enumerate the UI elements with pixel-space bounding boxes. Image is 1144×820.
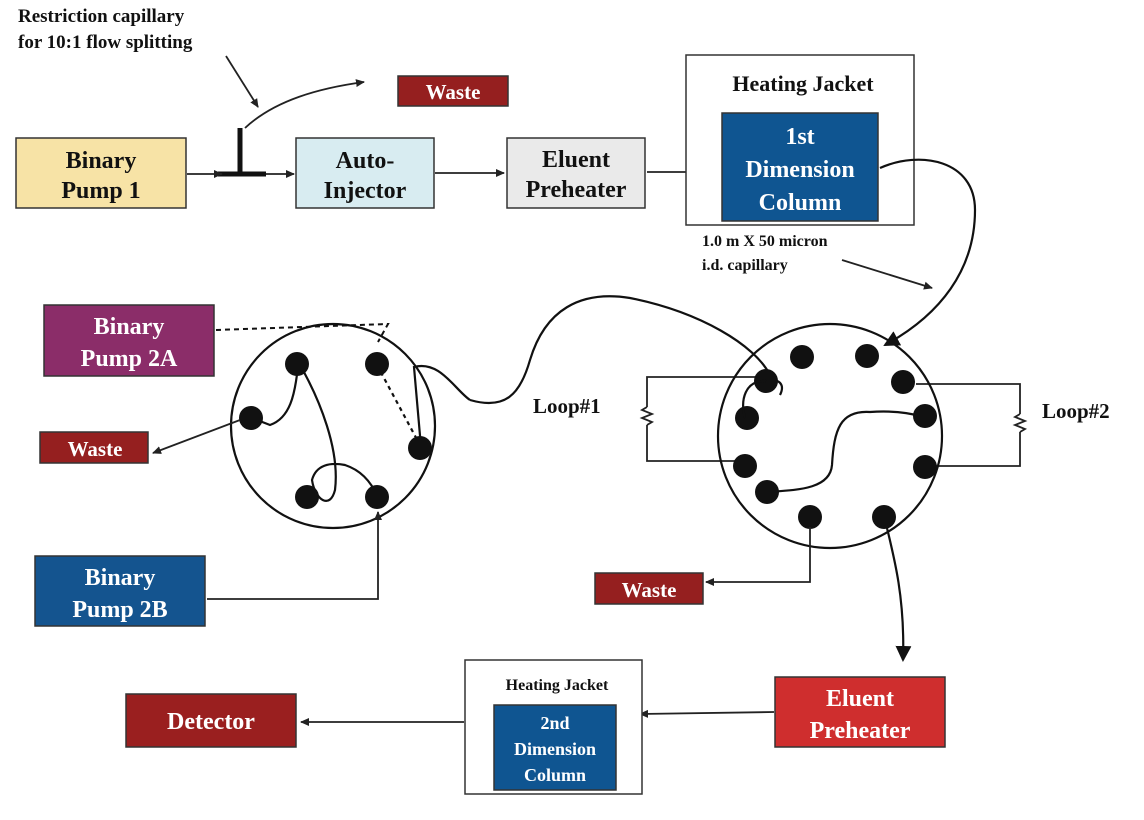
valve2-port-7 [798, 505, 822, 529]
binary-pump-2b-label-line1: Binary [85, 565, 156, 591]
capillary-pointer-arrow [841, 259, 933, 290]
capillary-annotation-line1: 1.0 m X 50 micron [702, 233, 828, 250]
eluent-preheater-1-label-line2: Preheater [526, 177, 627, 203]
valve1-internal-channel-c [412, 364, 471, 448]
eluent-preheater-1-label-line1: Eluent [542, 147, 610, 173]
first-dimension-column-label-line2: Dimension [745, 157, 854, 183]
column1-to-valve2-capillary [879, 158, 977, 346]
first-dimension-column-box [721, 112, 879, 222]
waste-left-box [39, 431, 149, 464]
valve2-to-preheater2-capillary [883, 519, 912, 662]
valve1-to-valve2-transfer-capillary [469, 295, 771, 405]
valve2-port-4 [913, 404, 937, 428]
loop1-lower-line [646, 425, 735, 462]
waste-bottom-label: Waste [622, 578, 677, 602]
waste-left-label: Waste [68, 437, 123, 461]
detector-label: Detector [167, 709, 255, 735]
restriction-annotation-line2: for 10:1 flow splitting [18, 32, 193, 53]
waste-bottom-box [594, 572, 704, 605]
switching-valve-1 [229, 322, 437, 530]
waste-top-box [397, 75, 509, 107]
valve1-port-2 [365, 352, 389, 376]
heating-jacket-2-label: Heating Jacket [506, 677, 609, 694]
binary-pump-2a-label-line1: Binary [94, 314, 165, 340]
second-dimension-column-label-line3: Column [524, 765, 586, 785]
auto-injector-label-line1: Auto- [336, 148, 395, 174]
eluent-preheater-2-label-line2: Preheater [810, 718, 911, 744]
valve2-port-3 [891, 370, 915, 394]
capillary-annotation-line2: i.d. capillary [702, 257, 788, 274]
binary-pump-2b-label-line2: Pump 2B [72, 597, 167, 623]
valve2-port-9 [733, 454, 757, 478]
restriction-pointer-arrow [225, 55, 259, 108]
loop2-lower-line [930, 432, 1021, 467]
split-to-waste-arrow [244, 79, 365, 129]
loop1-label: Loop#1 [533, 394, 601, 418]
preheater2-to-column2-arrow [639, 709, 775, 718]
second-dimension-column-label-line1: 2nd [540, 713, 569, 733]
loop1-resistor-icon [639, 406, 655, 426]
pump2a-dashed-line [215, 322, 390, 343]
binary-pump-2a-label-line2: Pump 2A [81, 346, 178, 372]
auto-injector-label-line2: Injector [324, 178, 407, 204]
second-dimension-column-box [493, 704, 617, 791]
eluent-preheater-2-box [774, 676, 946, 748]
valve2-port-10 [735, 406, 759, 430]
second-dimension-column-label-line2: Dimension [514, 739, 596, 759]
binary-pump-1-label-line2: Pump 1 [61, 178, 140, 204]
valve1-port-3 [239, 406, 263, 430]
detector-box [125, 693, 297, 748]
valve1-port-4 [408, 436, 432, 460]
binary-pump-1-label-line1: Binary [66, 148, 137, 174]
loop1-upper-line [646, 376, 758, 407]
loop2-upper-line [916, 383, 1021, 414]
eluent-preheater-1-box [506, 137, 646, 209]
valve2-port-2 [855, 344, 879, 368]
first-dimension-column-label-line1: 1st [785, 124, 814, 150]
loop2-resistor-icon [1012, 413, 1028, 433]
valve2-internal-channel [765, 410, 926, 494]
loop2-label: Loop#2 [1042, 399, 1110, 423]
first-dimension-column-label-line3: Column [759, 190, 842, 216]
valve2-port-1 [790, 345, 814, 369]
pump2b-to-valve1-arrow [207, 511, 382, 600]
waste-top-label: Waste [426, 80, 481, 104]
heating-jacket-1-label: Heating Jacket [732, 71, 874, 96]
valve2-loop-channel [742, 379, 767, 419]
valve1-port-1 [285, 352, 309, 376]
valve2-port-8 [755, 480, 779, 504]
valve1-port-6 [365, 485, 389, 509]
binary-pump-1-box [15, 137, 187, 209]
eluent-preheater-2-label-line1: Eluent [826, 686, 894, 712]
valve2-port-5 [913, 455, 937, 479]
valve1-internal-channel-b [299, 364, 379, 502]
valve2-to-waste-arrow [705, 527, 811, 586]
valve1-port-5 [295, 485, 319, 509]
switching-valve-2 [716, 322, 944, 550]
valve1-to-waste-arrow [152, 419, 241, 454]
binary-pump-2a-box [43, 304, 215, 377]
binary-pump-2b-box [34, 555, 206, 627]
restriction-annotation-line1: Restriction capillary [18, 6, 185, 27]
valve2-port-6 [872, 505, 896, 529]
auto-injector-box [295, 137, 435, 209]
